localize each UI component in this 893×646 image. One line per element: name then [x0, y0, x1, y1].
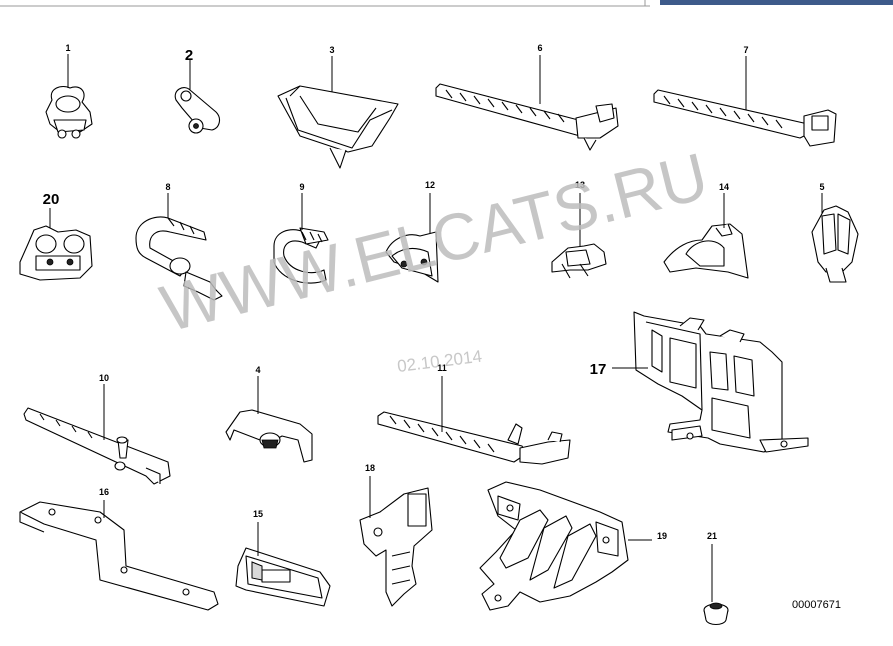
part-16-plate — [19, 501, 219, 611]
callout-19: 19 — [652, 530, 672, 542]
part-11-holder-strip — [377, 411, 571, 465]
callout-label: 2 — [185, 47, 193, 64]
part-10-cable-tie — [23, 407, 171, 485]
callout-label: 7 — [743, 45, 748, 55]
callout-18: 18 — [360, 462, 380, 474]
callout-label: 1 — [65, 43, 70, 53]
part-19-tray — [479, 481, 629, 611]
callout-label: 19 — [657, 531, 667, 541]
callout-label: 6 — [537, 43, 542, 53]
callout-label: 13 — [575, 180, 585, 190]
part-7-holder-strip — [653, 89, 837, 147]
part-12-clamp — [385, 231, 439, 283]
callout-3: 3 — [325, 44, 339, 56]
callout-9: 9 — [295, 181, 309, 193]
callout-21: 21 — [702, 530, 722, 542]
callout-label: 21 — [707, 531, 717, 541]
top-frame-blue-bar — [660, 0, 893, 5]
drawing-number: 00007671 — [792, 599, 841, 611]
part-9-cable-tie — [273, 227, 329, 284]
part-1-clip — [45, 85, 93, 139]
callout-2: 2 — [185, 47, 193, 64]
part-3-box — [277, 85, 399, 169]
callout-7: 7 — [739, 44, 753, 56]
part-5-clip — [811, 205, 859, 283]
callout-11: 11 — [432, 362, 452, 374]
watermark-text: WWW.ELCATS.RU — [153, 138, 714, 345]
callout-5: 5 — [815, 181, 829, 193]
callout-label: 4 — [255, 365, 260, 375]
callout-8: 8 — [161, 181, 175, 193]
callout-14: 14 — [714, 181, 734, 193]
part-21-grommet — [703, 602, 729, 626]
part-2-clip — [174, 87, 221, 134]
callout-10: 10 — [94, 372, 114, 384]
callout-label: 12 — [425, 180, 435, 190]
callout-4: 4 — [251, 364, 265, 376]
callout-label: 17 — [590, 361, 607, 378]
part-20-clip — [19, 225, 93, 281]
top-frame-left — [0, 0, 650, 6]
callout-1: 1 — [61, 42, 75, 54]
callout-label: 5 — [819, 182, 824, 192]
callout-6: 6 — [533, 42, 547, 54]
callout-label: 11 — [437, 363, 447, 373]
callout-label: 20 — [43, 191, 60, 208]
callout-label: 16 — [99, 487, 109, 497]
callout-16: 16 — [94, 486, 114, 498]
callout-12: 12 — [420, 179, 440, 191]
part-14-clamp — [663, 223, 749, 279]
callout-17: 17 — [590, 361, 607, 378]
part-4-bracket — [225, 409, 313, 463]
callout-label: 10 — [99, 373, 109, 383]
part-6-holder-strip — [435, 83, 619, 151]
callout-label: 9 — [299, 182, 304, 192]
part-18-bracket — [359, 487, 433, 607]
callout-label: 14 — [719, 182, 729, 192]
part-17-bracket — [633, 311, 809, 453]
callout-15: 15 — [248, 508, 268, 520]
part-8-cable-tie — [135, 216, 223, 301]
part-13-clip — [551, 243, 607, 279]
callout-13: 13 — [570, 179, 590, 191]
callout-label: 18 — [365, 463, 375, 473]
part-15-sleeve — [235, 547, 331, 607]
callout-20: 20 — [43, 191, 60, 208]
callout-label: 8 — [165, 182, 170, 192]
callout-label: 3 — [329, 45, 334, 55]
callout-label: 15 — [253, 509, 263, 519]
